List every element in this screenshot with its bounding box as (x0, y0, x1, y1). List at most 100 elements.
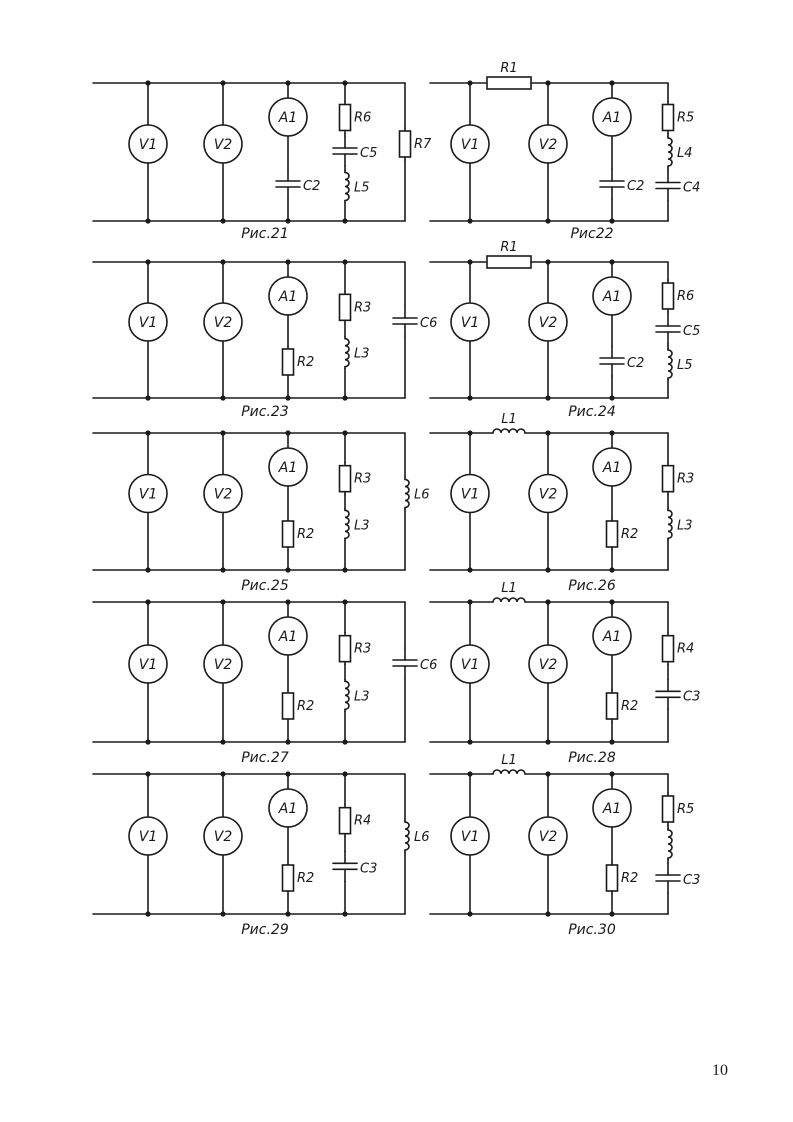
figure-caption: Рис.23 (241, 404, 289, 420)
junction-dot (220, 430, 226, 436)
junction-dot (609, 567, 615, 573)
junction-dot (220, 567, 226, 573)
junction-dot (342, 80, 348, 86)
junction-dot (220, 259, 226, 265)
ammeter-label: A1 (602, 801, 621, 817)
voltmeter-2-label: V2 (539, 657, 558, 673)
resistor-symbol (281, 864, 295, 892)
junction-dot (545, 259, 551, 265)
resistor-label: R3 (354, 642, 371, 657)
series-resistor-symbol (486, 76, 532, 90)
resistor-label: R6 (677, 289, 694, 304)
junction-dot (342, 430, 348, 436)
junction-dot (467, 395, 473, 401)
ammeter-label: A1 (278, 110, 297, 126)
figure-caption: Рис.24 (568, 404, 616, 420)
junction-dot (285, 599, 291, 605)
figure-caption: Рис.29 (241, 922, 289, 938)
voltmeter-2-label: V2 (539, 315, 558, 331)
inductor-label: L5 (354, 181, 370, 196)
junction-dot (145, 567, 151, 573)
capacitor-label: C4 (683, 181, 700, 196)
voltmeter-1-label: V1 (139, 137, 157, 153)
junction-dot (467, 599, 473, 605)
resistor-label: R2 (297, 871, 314, 886)
junction-dot (467, 911, 473, 917)
series-inductor-label: L1 (501, 753, 517, 768)
resistor-label: R3 (677, 472, 694, 487)
resistor-symbol (338, 634, 352, 663)
junction-dot (220, 218, 226, 224)
resistor-symbol (605, 520, 619, 548)
inductor-symbol (344, 337, 350, 368)
junction-dot (342, 567, 348, 573)
resistor-symbol (281, 348, 295, 376)
figure-caption: Рис.26 (568, 578, 616, 594)
junction-dot (467, 430, 473, 436)
junction-dot (609, 430, 615, 436)
capacitor-label: C5 (360, 146, 377, 161)
inductor-symbol (667, 349, 673, 379)
ammeter-label: A1 (278, 460, 297, 476)
voltmeter-1-label: V1 (461, 657, 479, 673)
junction-dot (342, 218, 348, 224)
figure-caption: Рис.25 (241, 578, 289, 594)
ammeter-label: A1 (278, 289, 297, 305)
junction-dot (545, 567, 551, 573)
junction-dot (545, 395, 551, 401)
resistor-label: R2 (621, 871, 638, 886)
capacitor-label: C3 (683, 873, 700, 888)
ammeter-label: A1 (278, 629, 297, 645)
resistor-symbol (661, 103, 675, 132)
junction-dot (145, 218, 151, 224)
junction-dot (609, 259, 615, 265)
resistor-label: R3 (354, 300, 371, 315)
junction-dot (342, 911, 348, 917)
junction-dot (285, 911, 291, 917)
junction-dot (285, 395, 291, 401)
junction-dot (285, 430, 291, 436)
ammeter-label: A1 (602, 460, 621, 476)
junction-dot (145, 259, 151, 265)
junction-dot (285, 567, 291, 573)
capacitor-label: C6 (420, 316, 437, 331)
junction-dot (342, 259, 348, 265)
resistor-label: R5 (677, 802, 694, 817)
junction-dot (145, 430, 151, 436)
inductor-symbol (344, 680, 350, 711)
junction-dot (545, 599, 551, 605)
resistor-symbol (661, 634, 675, 663)
series-inductor-label: L1 (501, 581, 517, 596)
junction-dot (220, 80, 226, 86)
resistor-symbol (338, 806, 352, 835)
inductor-symbol (404, 821, 410, 851)
figure-caption: Рис.27 (241, 750, 289, 766)
resistor-label: R5 (677, 111, 694, 126)
inductor-symbol (344, 171, 350, 202)
voltmeter-2-label: V2 (539, 137, 558, 153)
page-number: 10 (712, 1062, 728, 1079)
junction-dot (342, 395, 348, 401)
junction-dot (342, 771, 348, 777)
resistor-label: R2 (297, 527, 314, 542)
resistor-symbol (661, 282, 675, 310)
resistor-label: R4 (677, 642, 694, 657)
voltmeter-2-label: V2 (539, 829, 558, 845)
resistor-symbol (605, 864, 619, 892)
junction-dot (145, 739, 151, 745)
resistor-label: R2 (621, 699, 638, 714)
junction-dot (609, 599, 615, 605)
voltmeter-2-label: V2 (214, 657, 233, 673)
figure-caption: Рис22 (570, 226, 613, 242)
inductor-label: L4 (677, 146, 693, 161)
junction-dot (609, 395, 615, 401)
voltmeter-2-label: V2 (214, 137, 233, 153)
junction-dot (220, 739, 226, 745)
capacitor-label: C2 (627, 356, 644, 371)
series-resistor-symbol (486, 255, 532, 269)
junction-dot (545, 911, 551, 917)
